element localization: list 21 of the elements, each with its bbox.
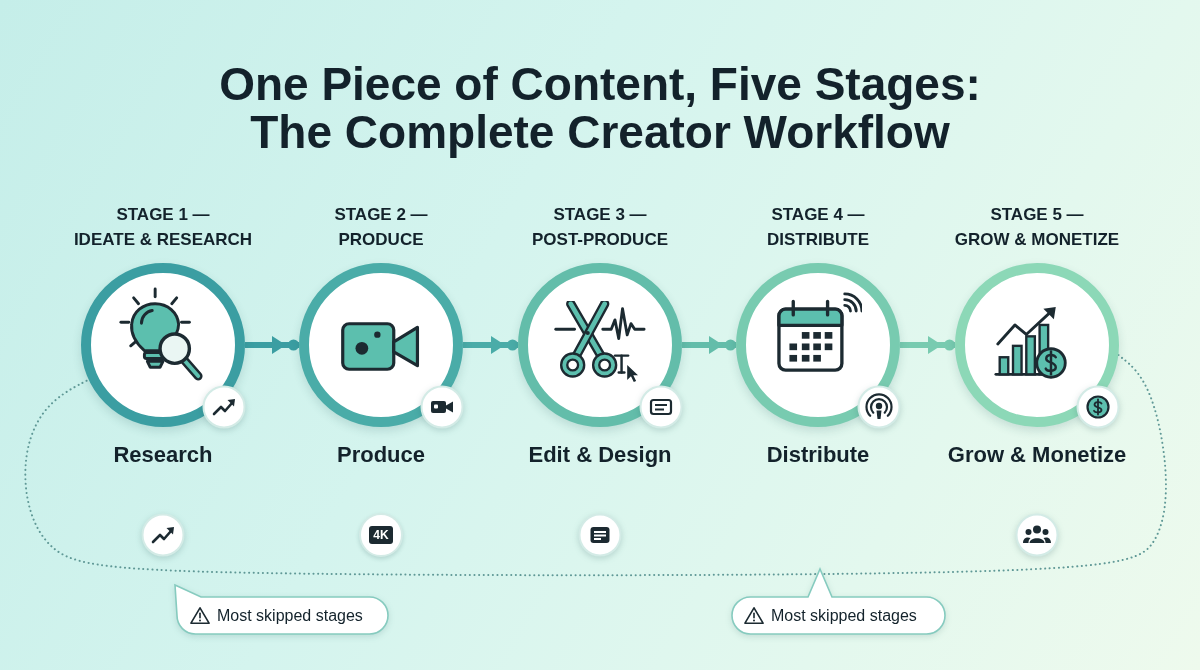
title: One Piece of Content, Five Stages: The Complete Creator Workflow bbox=[218, 60, 982, 156]
stage-heading: STAGE 1 — IDEATE & RESEARCH bbox=[73, 204, 253, 251]
stage-title: Research bbox=[113, 441, 213, 469]
callout-bubble bbox=[730, 567, 947, 636]
stage-heading: STAGE 4 — DISTRIBUTE bbox=[767, 204, 869, 251]
stage-title: Produce bbox=[337, 441, 425, 469]
resolution-label: 4K bbox=[369, 526, 393, 544]
stage-title: Edit & Design bbox=[528, 441, 672, 469]
callout-text: Most skipped stages bbox=[771, 606, 917, 626]
arrow bbox=[682, 336, 736, 354]
stage-heading: STAGE 5 — GROW & MONETIZE bbox=[954, 204, 1120, 251]
stage-heading: STAGE 2 — PRODUCE bbox=[334, 204, 428, 251]
callout-text: Most skipped stages bbox=[217, 606, 363, 626]
arrow bbox=[245, 336, 299, 354]
stage-title: Distribute bbox=[766, 441, 870, 469]
stage-title: Grow & Monetize bbox=[947, 441, 1127, 469]
connector-line bbox=[24, 354, 1167, 577]
arrow bbox=[900, 336, 955, 354]
arrow bbox=[463, 336, 518, 354]
stage-heading: STAGE 3 — POST-PRODUCE bbox=[532, 204, 668, 251]
callout-bubble bbox=[173, 583, 390, 636]
